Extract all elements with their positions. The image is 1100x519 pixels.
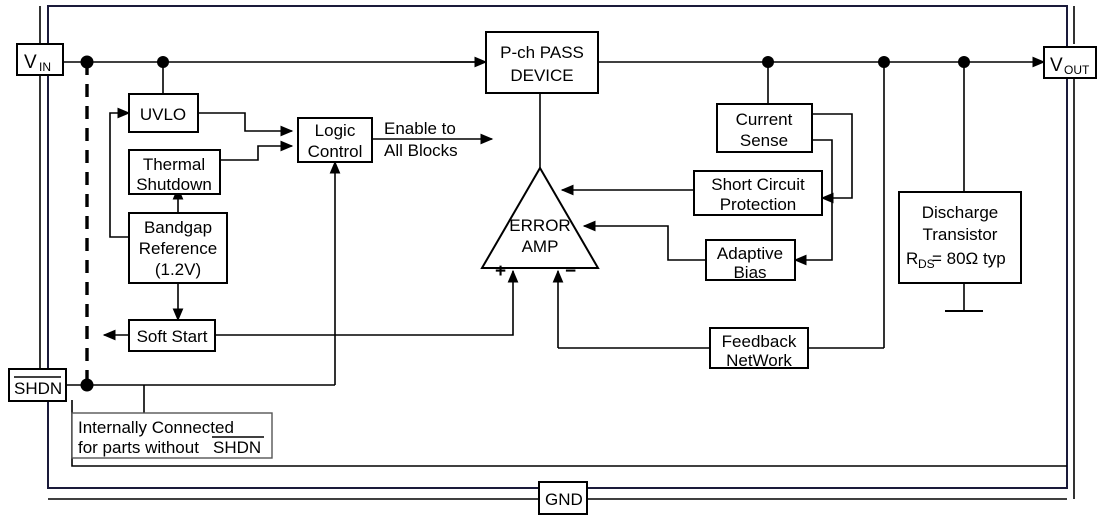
label-erroramp-plus: + [495, 261, 506, 282]
pin-box-shdn[interactable] [8, 368, 67, 402]
label-discharge-line1: Discharge [922, 203, 999, 222]
wire-adaptivebias-to-erroramp [582, 220, 710, 261]
pin-box-gnd[interactable] [538, 481, 588, 515]
wire-softstart-to-erroramp-plus [215, 269, 519, 336]
error-amp-triangle [480, 166, 600, 269]
wire-bandgap-to-uvlo [109, 107, 132, 238]
label-discharge-rds-value: = 80Ω typ [932, 249, 1006, 268]
label-error-amp-line2: AMP [522, 237, 559, 256]
note-line2-shdn: SHDN [213, 438, 261, 457]
label-short-circuit-line1: Short Circuit [711, 175, 805, 194]
label-thermal-line1: Thermal [143, 155, 205, 174]
label-erroramp-minus: − [565, 261, 576, 282]
label-adaptive-bias-line2: Bias [733, 263, 766, 282]
label-current-sense-line2: Sense [740, 131, 788, 150]
block-discharge-transistor[interactable] [898, 191, 1022, 284]
block-short-circuit-protection[interactable] [693, 170, 823, 216]
pin-label-vout-subscript: OUT [1064, 63, 1090, 77]
pin-box-vin[interactable] [16, 43, 64, 76]
label-feedback-line2: NetWork [726, 351, 792, 370]
note-line1: Internally Connected [78, 418, 234, 437]
label-bandgap-line3: (1.2V) [155, 260, 201, 279]
wire-uvlo-to-logic [198, 112, 294, 137]
block-thermal-shutdown[interactable] [128, 149, 221, 195]
label-uvlo: UVLO [140, 105, 186, 124]
label-pass-device-line1: P-ch PASS [500, 43, 584, 62]
label-short-circuit-line2: Protection [720, 195, 797, 214]
wire-currentsense-to-adaptivebias [793, 139, 833, 266]
label-feedback-line1: Feedback [722, 332, 797, 351]
pin-label-shdn: SHDN [14, 379, 62, 398]
block-uvlo[interactable] [128, 93, 199, 133]
block-feedback-network[interactable] [709, 327, 809, 369]
label-enable-line1: Enable to [384, 119, 456, 138]
pin-label-vout: V [1050, 55, 1063, 76]
label-logic-line1: Logic [315, 121, 356, 140]
block-bandgap-reference[interactable] [128, 212, 228, 284]
pin-box-vout[interactable] [1043, 46, 1097, 79]
label-discharge-rds-subscript: DS [918, 257, 935, 271]
label-soft-start: Soft Start [137, 327, 208, 346]
block-logic-control[interactable] [297, 117, 373, 163]
pin-label-vin-subscript: IN [39, 60, 51, 74]
label-discharge-line2: Transistor [923, 225, 998, 244]
label-bandgap-line1: Bandgap [144, 218, 212, 237]
pin-label-gnd: GND [545, 490, 583, 509]
junction-dot-vin-dashed [80, 55, 94, 69]
label-logic-line2: Control [308, 142, 363, 161]
label-thermal-line2: Shutdown [136, 175, 212, 194]
device-outline [47, 5, 1068, 489]
block-pass-device[interactable] [485, 31, 599, 94]
label-error-amp-line1: ERROR [509, 216, 570, 235]
pin-label-vin: V [24, 52, 37, 73]
note-box-internally-connected [71, 412, 273, 459]
label-pass-device-line2: DEVICE [510, 66, 573, 85]
block-current-sense[interactable] [716, 103, 813, 153]
label-enable-line2: All Blocks [384, 141, 458, 160]
label-current-sense-line1: Current [736, 110, 793, 129]
wire-currentsense-to-shortcircuit [812, 113, 853, 204]
label-discharge-rds-symbol: R [906, 249, 918, 268]
wire-thermal-to-logic [220, 140, 294, 161]
note-line2-prefix: for parts without [78, 438, 199, 457]
block-soft-start[interactable] [128, 319, 216, 352]
label-adaptive-bias-line1: Adaptive [717, 244, 783, 263]
label-bandgap-line2: Reference [139, 239, 217, 258]
block-adaptive-bias[interactable] [705, 239, 796, 281]
